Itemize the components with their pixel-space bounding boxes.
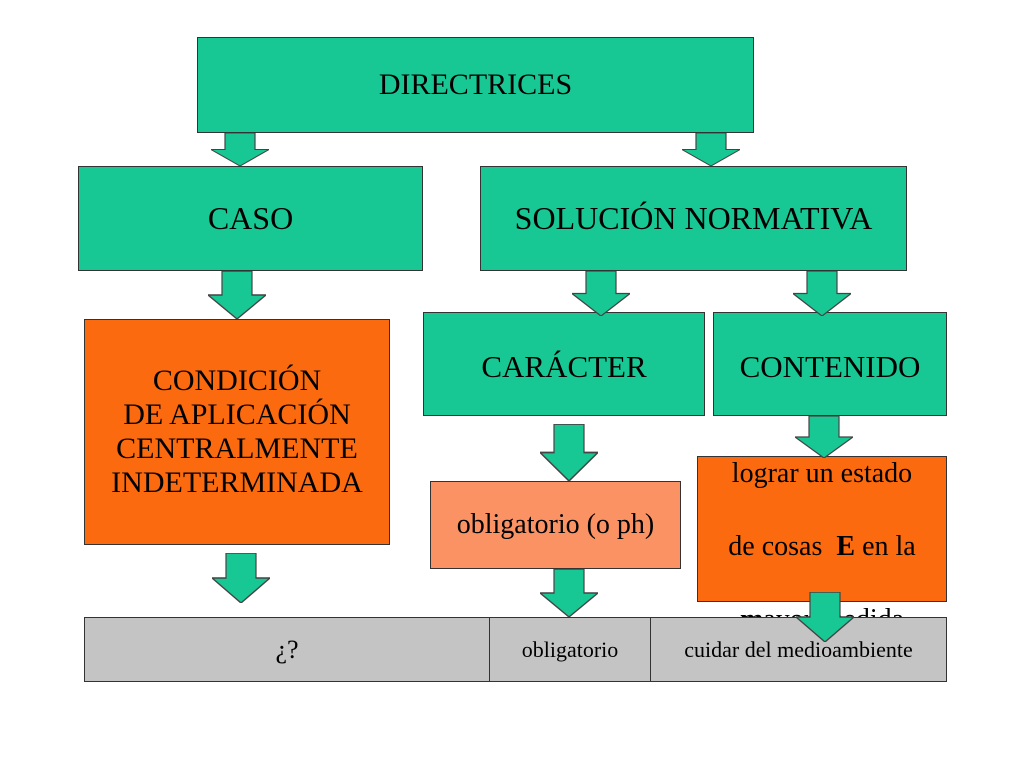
lograr-line1: lograr un estado — [731, 458, 913, 490]
caracter-box: CARÁCTER — [423, 312, 705, 416]
arrow-directrices-to-caso — [211, 133, 269, 166]
arrow-condicion-to-table — [212, 553, 270, 603]
obligatorio-ph-label: obligatorio (o ph) — [456, 509, 655, 540]
directrices-label: DIRECTRICES — [378, 68, 573, 101]
caso-label: CASO — [207, 200, 294, 236]
solucion-normativa-box: SOLUCIÓN NORMATIVA — [480, 166, 907, 271]
contenido-label: CONTENIDO — [739, 349, 921, 384]
table-cell-caracter-text: obligatorio — [521, 636, 619, 662]
lograr-line2-bold: E — [836, 531, 856, 562]
table-cell-contenido-text: cuidar del medioambiente — [684, 636, 913, 662]
arrow-directrices-to-solucion — [682, 133, 740, 166]
table-cell-caracter-result: obligatorio — [489, 618, 650, 681]
arrow-caso-to-condicion — [208, 271, 266, 319]
arrow-obligatorio-to-table — [540, 569, 598, 617]
table-cell-contenido-result: cuidar del medioambiente — [650, 618, 946, 681]
caso-box: CASO — [78, 166, 423, 271]
solucion-normativa-label: SOLUCIÓN NORMATIVA — [514, 200, 873, 236]
directrices-box: DIRECTRICES — [197, 37, 754, 133]
lograr-line2-suffix: en la — [855, 531, 916, 562]
condicion-box: CONDICIÓN DE APLICACIÓN CENTRALMENTE IND… — [84, 319, 390, 545]
lograr-box: lograr un estado de cosas E en la mayor … — [697, 456, 947, 635]
lograr-line2-prefix: de cosas — [728, 531, 837, 562]
table-cell-caso-result: ¿? — [85, 618, 489, 681]
arrow-contenido-to-lograr — [795, 416, 853, 458]
arrow-solucion-to-contenido — [793, 271, 851, 316]
arrow-caracter-to-obligatorio — [540, 424, 598, 481]
arrow-lograr-to-table — [796, 592, 854, 642]
bottom-table-row: ¿? obligatorio cuidar del medioambiente — [84, 617, 947, 682]
arrow-solucion-to-caracter — [572, 271, 630, 316]
condicion-label: CONDICIÓN DE APLICACIÓN CENTRALMENTE IND… — [111, 363, 363, 500]
caracter-label: CARÁCTER — [481, 349, 647, 384]
obligatorio-ph-box: obligatorio (o ph) — [430, 481, 681, 569]
table-cell-caso-text: ¿? — [275, 634, 299, 664]
contenido-box: CONTENIDO — [713, 312, 947, 416]
